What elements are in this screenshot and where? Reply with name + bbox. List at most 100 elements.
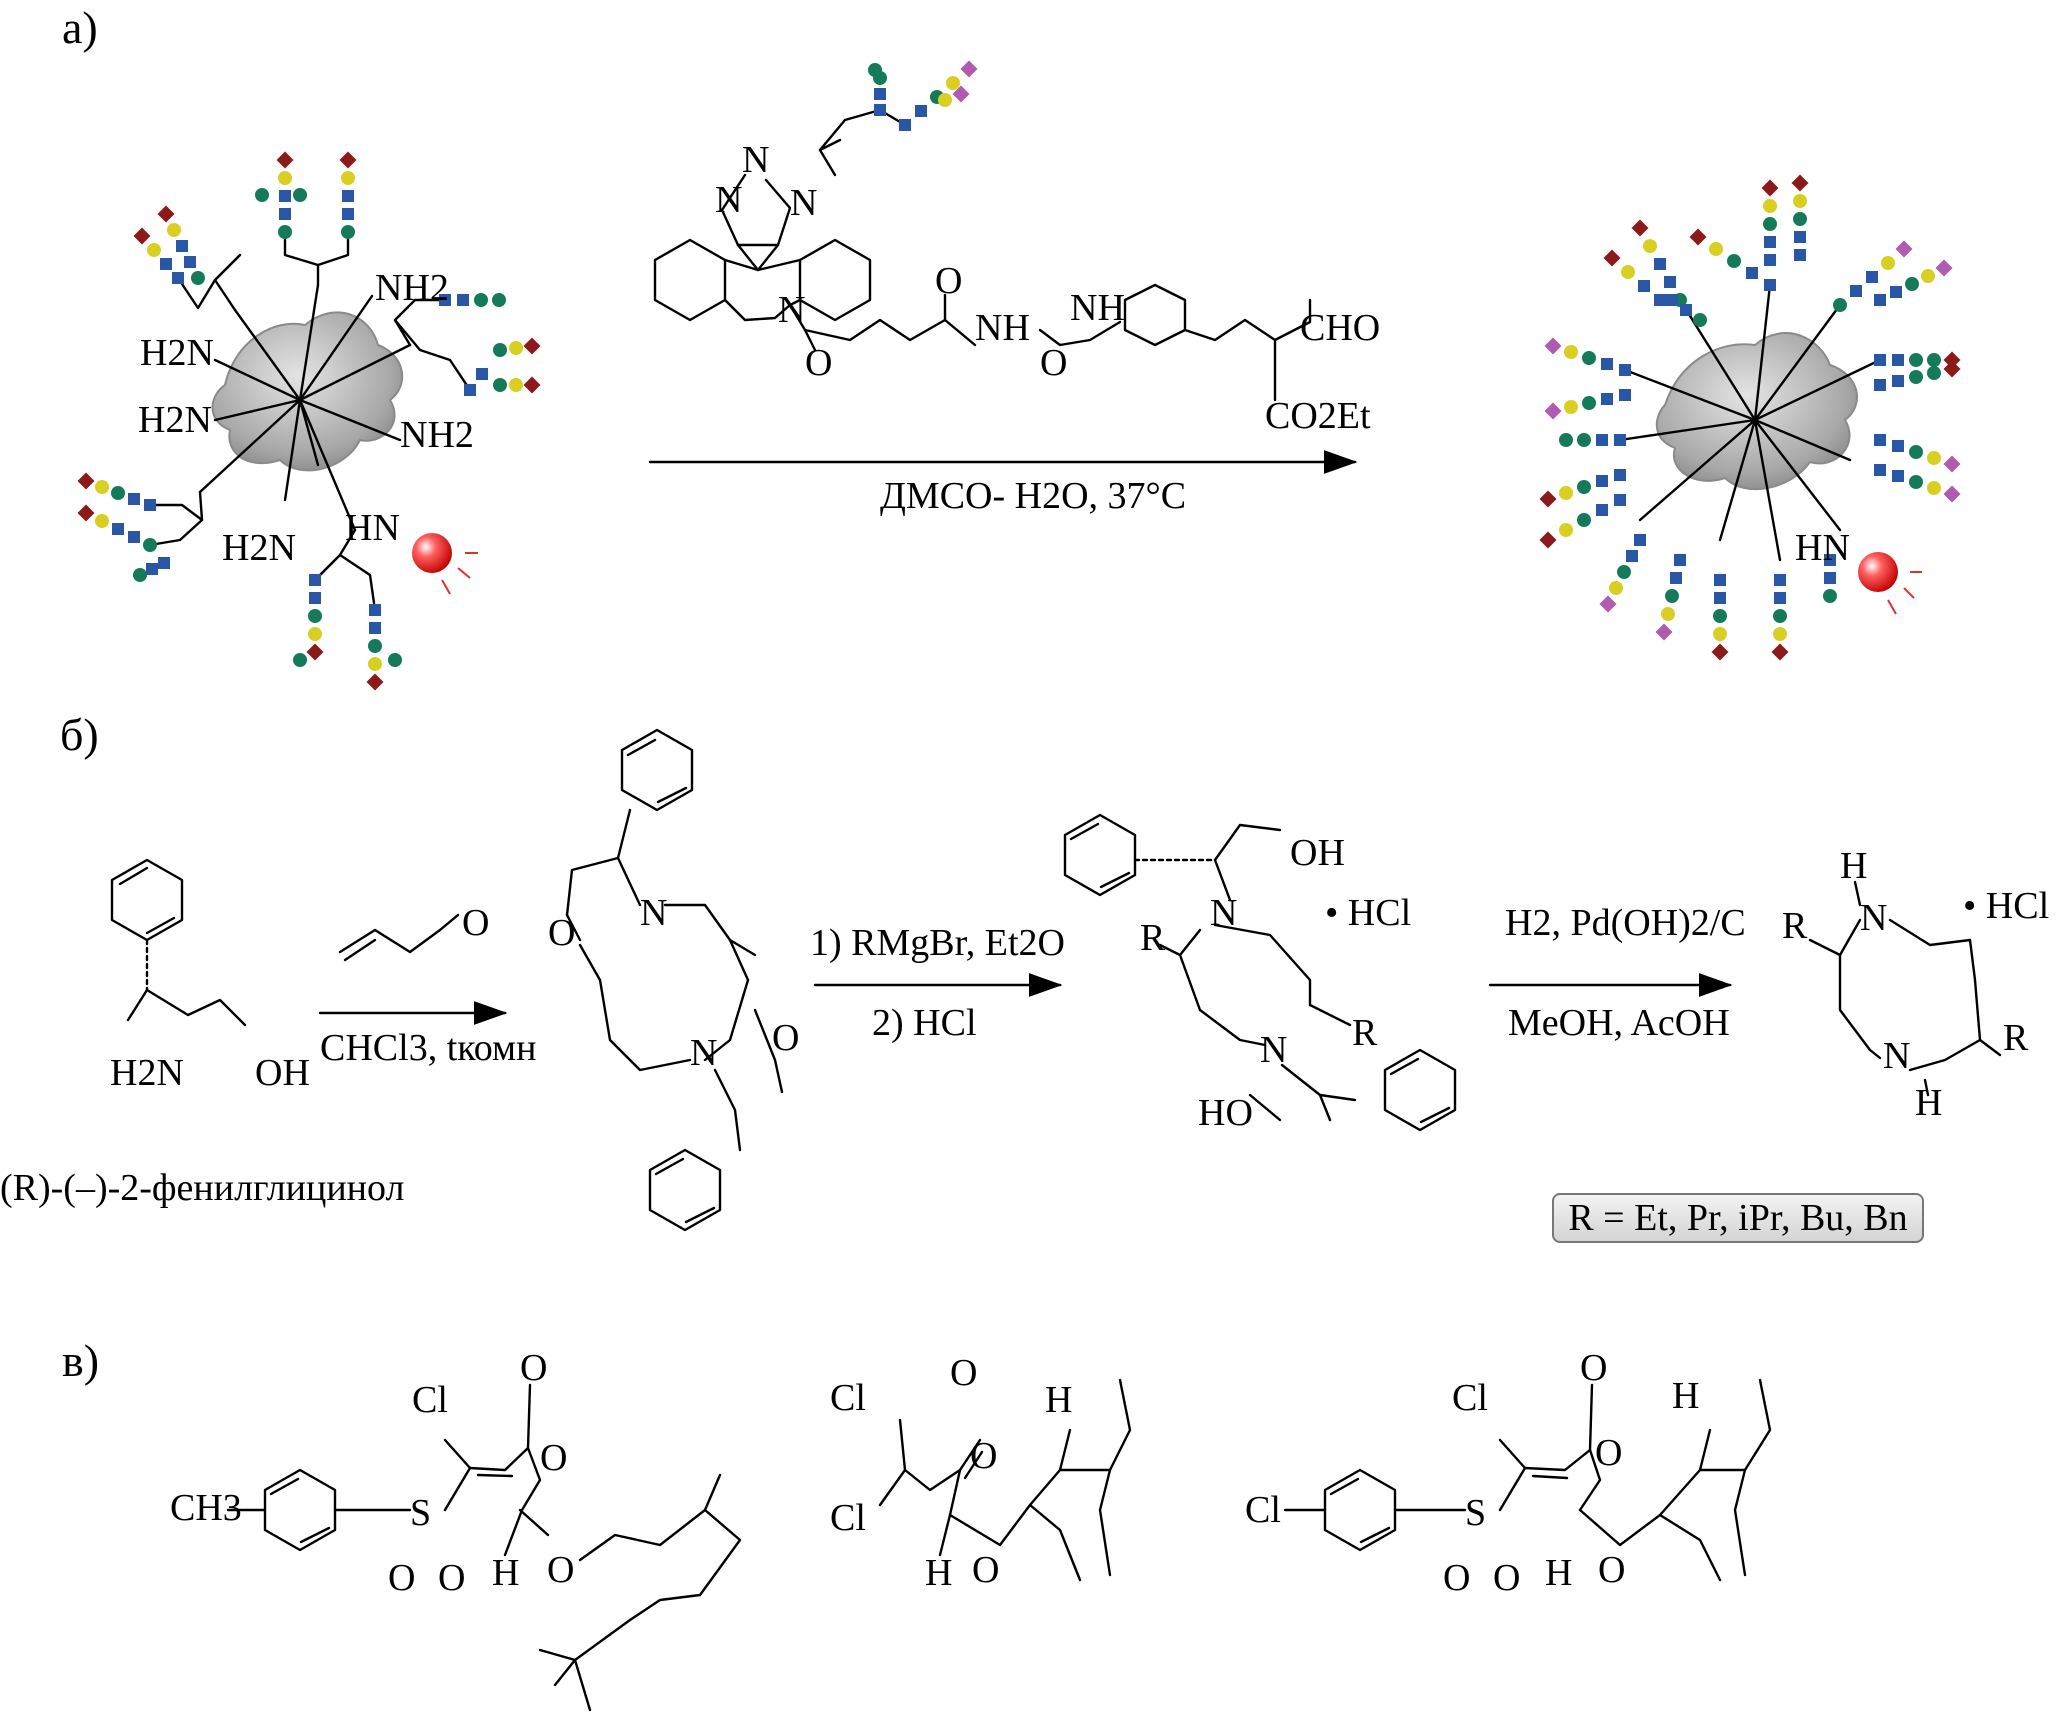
- glcnac-symbol: [1892, 440, 1904, 452]
- galactose-symbol: [1927, 481, 1941, 495]
- glcnac-symbol: [464, 384, 476, 396]
- glcnac-symbol: [915, 105, 927, 117]
- sialic-acid-symbol: [1631, 219, 1649, 237]
- c3-h2: H: [1545, 1552, 1572, 1594]
- glcnac-symbol: [1890, 286, 1902, 298]
- product2-n2: N: [1260, 1029, 1287, 1071]
- dye-sphere-right: [1858, 552, 1922, 615]
- mannose-symbol: [293, 188, 307, 202]
- mannose-symbol: [1727, 254, 1741, 268]
- mannose-symbol: [474, 293, 488, 307]
- glcnac-symbol: [1892, 470, 1904, 482]
- mannose-symbol: [1617, 565, 1631, 579]
- sialic-acid-symbol: [1711, 643, 1729, 661]
- galactose-symbol: [95, 514, 109, 528]
- glcnac-symbol: [309, 592, 321, 604]
- glcnac-symbol: [1654, 294, 1666, 306]
- phenylglycinol-structure: [110, 858, 247, 1027]
- galactose-symbol: [368, 657, 382, 671]
- glcnac-symbol: [342, 208, 354, 220]
- galactose-symbol: [938, 93, 952, 107]
- glcnac-symbol: [1764, 236, 1776, 248]
- conditions-a: ДМСО- H2O, 37°C: [880, 475, 1186, 517]
- mannose-symbol: [868, 63, 882, 77]
- mannose-symbol: [492, 293, 506, 307]
- glcnac-symbol: [1794, 231, 1806, 243]
- glcnac-symbol: [309, 574, 321, 586]
- glcnac-symbol: [1614, 494, 1626, 506]
- galactose-symbol: [147, 243, 161, 257]
- galactose-symbol: [1564, 345, 1578, 359]
- intermediate-n1: N: [640, 892, 667, 934]
- glcnac-symbol: [1634, 534, 1646, 546]
- bis-oxazolidine-structure: [565, 728, 784, 1232]
- galactose-symbol: [167, 223, 181, 237]
- mannose-symbol: [1713, 609, 1727, 623]
- step2-conditions-bottom: 2) HCl: [872, 1002, 977, 1044]
- mannose-symbol: [388, 653, 402, 667]
- glcnac-symbol: [899, 119, 911, 131]
- mannose-symbol: [341, 225, 355, 239]
- c2-o-ring: O: [970, 1435, 997, 1477]
- product3-n2: N: [1883, 1035, 1910, 1077]
- protein-right-spokes: [1618, 283, 1882, 562]
- glcnac-symbol: [1596, 434, 1608, 446]
- galactose-symbol: [1713, 627, 1727, 641]
- glcnac-symbol: [874, 88, 886, 100]
- c3-o-ring: O: [1595, 1432, 1622, 1474]
- galactose-symbol: [1881, 256, 1895, 270]
- glcnac-symbol: [1746, 267, 1758, 279]
- mannose-symbol: [111, 486, 125, 500]
- c1-o-ether: O: [547, 1549, 574, 1591]
- galactose-symbol: [509, 378, 523, 392]
- glcnac-symbol: [1874, 434, 1886, 446]
- galactose-symbol: [1559, 486, 1573, 500]
- mannose-symbol: [293, 653, 307, 667]
- glcnac-symbol: [1774, 574, 1786, 586]
- mannose-symbol: [191, 271, 205, 285]
- galactose-symbol: [1927, 451, 1941, 465]
- product3-r2: R: [2003, 1017, 2029, 1059]
- step3-conditions-top: H2, Pd(OH)2/C: [1505, 902, 1746, 944]
- glcnac-symbol: [369, 622, 381, 634]
- glcnac-symbol: [1714, 574, 1726, 586]
- c2-o-carbonyl: O: [950, 1352, 977, 1394]
- c3-o-ether: O: [1598, 1549, 1625, 1591]
- phenylglycinol-oh: OH: [255, 1052, 310, 1094]
- c3-cl: Cl: [1452, 1377, 1488, 1419]
- mannose-symbol: [1909, 370, 1923, 384]
- product2-r2: R: [1352, 1012, 1378, 1054]
- reagent-label-n3: N: [790, 182, 817, 224]
- sialic-acid-symbol: [276, 151, 294, 169]
- sialic-acid-symbol: [339, 151, 357, 169]
- mannose-symbol: [255, 188, 269, 202]
- galactose-symbol: [1564, 400, 1578, 414]
- glcnac-symbol: [1626, 550, 1638, 562]
- galactose-symbol: [1621, 265, 1635, 279]
- c1-o-s2: O: [438, 1557, 465, 1599]
- section-label-c: в): [62, 1335, 100, 1386]
- mannose-symbol: [1927, 353, 1941, 367]
- product3-r1: R: [1782, 905, 1808, 947]
- glcnac-symbol: [1764, 254, 1776, 266]
- reagent-label-o-amide2: O: [1040, 342, 1067, 384]
- c1-o-ring: O: [540, 1437, 567, 1479]
- mannose-symbol: [278, 225, 292, 239]
- mannose-symbol: [1793, 212, 1807, 226]
- mannose-symbol: [1927, 366, 1941, 380]
- sialic-acid-symbol: [1539, 490, 1557, 508]
- sialic-acid-symbol: [1689, 228, 1707, 246]
- amine-label-6: HN: [345, 507, 400, 549]
- sialic-acid-symbol: [306, 643, 324, 661]
- product-amine-label: HN: [1795, 527, 1850, 569]
- glcnac-symbol: [1601, 358, 1613, 370]
- glcnac-symbol: [1794, 249, 1806, 261]
- reagent-label-n1: N: [742, 139, 769, 181]
- c3-cl-aryl: Cl: [1245, 1489, 1281, 1531]
- molecule-c2-structure: [878, 1378, 1132, 1582]
- c3-o-s1: O: [1443, 1557, 1470, 1599]
- glcnac-symbol: [146, 563, 158, 575]
- mannose-symbol: [143, 538, 157, 552]
- mannose-symbol: [1582, 351, 1596, 365]
